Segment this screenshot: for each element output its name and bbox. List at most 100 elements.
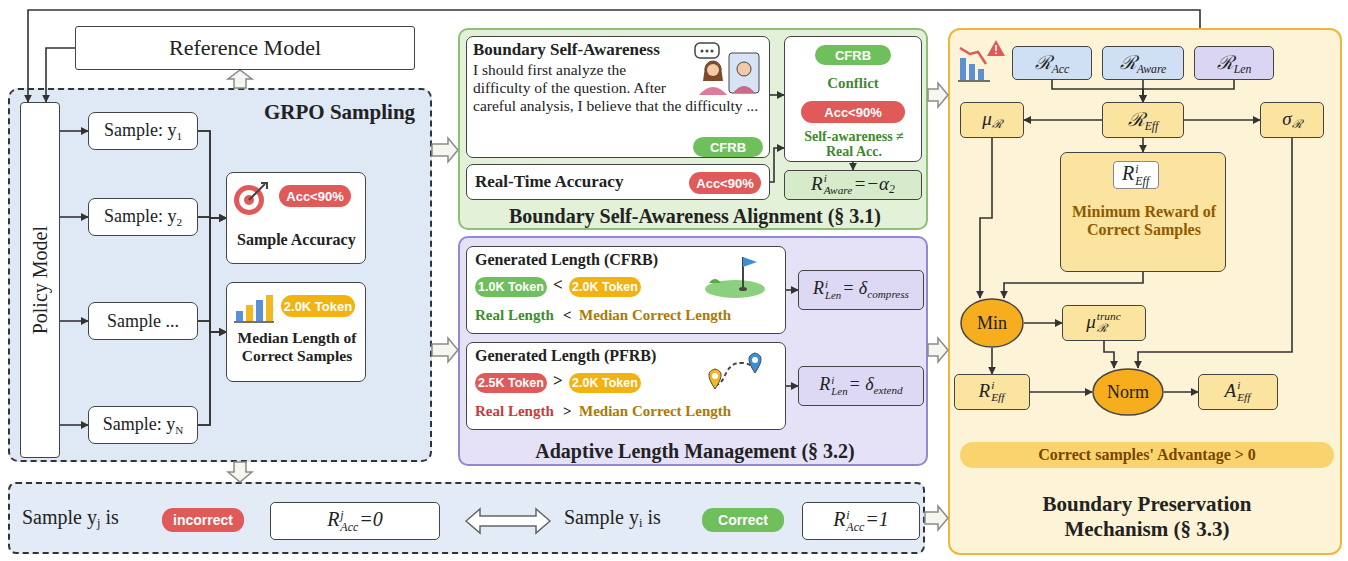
sample-box: Sample: y2 [88, 198, 198, 236]
sup-sub-stack: iEff [991, 380, 1004, 404]
text-group: RiLen= δextend [819, 374, 902, 397]
text-group: Sample: yN [103, 414, 184, 435]
text-group: > [553, 371, 563, 391]
value-pill: 2.5K Token [475, 373, 547, 393]
connector [1164, 391, 1198, 393]
label-text: I should first analyze the difficulty of… [473, 61, 758, 114]
label-text: Sample y [22, 506, 97, 528]
label-text: Norm [1107, 382, 1149, 402]
label-text: i [825, 279, 841, 290]
value-pill: Acc<90% [279, 185, 351, 207]
text-group: Median Length of Correct Samples [231, 329, 363, 365]
metric-box: Median Length of Correct Samples2.0K Tok… [226, 282, 366, 382]
block-arrow [228, 70, 252, 88]
label-text: Correct samples' Advantage > 0 [1038, 446, 1256, 463]
label-text: =0 [359, 508, 383, 530]
label-text: Eff [1145, 120, 1159, 133]
text-group: Real-Time Accuracy [475, 172, 623, 192]
label-text: Len [1234, 63, 1252, 76]
label-text: i [846, 509, 864, 522]
value-pill: 2.0K Token [569, 277, 641, 297]
label-text: Aware [824, 185, 853, 197]
dashed-region: GRPO SamplingPolicy ModelSample: y1Sampl… [8, 88, 432, 462]
text-group: Sample Accuracy [237, 231, 356, 249]
float-spacer [685, 61, 765, 97]
text-group: 2.0K Token [572, 376, 638, 390]
text-group: Correct samples' Advantage > 0 [1038, 446, 1256, 464]
text-group: Median Correct Length [579, 403, 731, 420]
label-text: A [1225, 380, 1237, 401]
label-text: Eff [991, 392, 1004, 404]
label-text: Real Length [475, 307, 554, 323]
label-text: Acc<90% [696, 176, 753, 191]
text-group: Real Length [475, 307, 554, 324]
text-group: 1.0K Token [478, 280, 544, 294]
label-text: Adaptive Length Management (§ 3.2) [535, 440, 854, 462]
text-group: σℛ [1282, 108, 1301, 132]
value-pill: Acc<90% [689, 172, 761, 194]
label-text: R [833, 508, 845, 530]
text-group: Median Correct Length [579, 307, 731, 324]
length-box: Generated Length (PFRB)>Real Length>Medi… [466, 342, 786, 430]
ellipse-shape [1093, 369, 1163, 415]
label-text: i [1135, 163, 1149, 176]
label-text: 2 [176, 216, 182, 228]
text-group: ℛEff [1128, 106, 1159, 133]
text-group: 2.0K Token [572, 280, 638, 294]
label-text: is [642, 506, 660, 528]
label-text: Len [831, 386, 847, 397]
label-text: is [100, 506, 118, 528]
connector [1004, 272, 1143, 298]
text-group: incorrect [173, 512, 233, 528]
connector [1024, 119, 1102, 121]
label-text: ℛ [1035, 52, 1052, 73]
accuracy-box: Real-Time Accuracy Acc<90% [466, 164, 770, 200]
text-group: AiEff [1225, 380, 1252, 405]
label-text: j [340, 509, 358, 522]
sup-sub-stack: iLen [825, 279, 841, 302]
value-pill: CFRB [815, 45, 891, 65]
reward-box: ℛEff [1102, 102, 1184, 138]
reward-box: ℛAcc [1012, 46, 1092, 80]
label-text: 2.5K Token [478, 376, 544, 390]
connector [28, 10, 1200, 102]
connector [786, 385, 798, 387]
connector [46, 48, 75, 102]
sup-sub-stack: iLen [831, 375, 847, 398]
connector [1104, 341, 1114, 368]
text-group: < [553, 275, 563, 295]
text-group: RiLen= δcompress [813, 278, 909, 301]
label-text: μ [982, 108, 992, 129]
text-group: ℛLen [1217, 49, 1252, 76]
label-text: 2.0K Token [572, 280, 638, 294]
text-group: Adaptive Length Management (§ 3.2) [460, 440, 930, 463]
text-group: < [563, 307, 572, 324]
metric-box: Sample Accuracy Acc<90% [226, 172, 366, 264]
label-text: extend [874, 384, 903, 396]
text-group: GRPO Sampling [264, 100, 415, 125]
bar-chart-icon [233, 291, 275, 323]
label-text: CFRB [710, 140, 746, 155]
label-text: i [639, 516, 642, 530]
decline-chart-icon [956, 36, 1006, 84]
label-text: = δ [849, 374, 874, 394]
label-text: 2 [889, 183, 895, 196]
label-text: 1.0K Token [478, 280, 544, 294]
module-panel: Boundary Self-Awareness Alignment (§ 3.1… [458, 28, 928, 230]
advantage-box: AiEff [1198, 374, 1278, 410]
label-text: ℛ [1128, 109, 1145, 130]
stat-box: σℛ [1260, 102, 1324, 138]
block-arrow [228, 462, 252, 482]
text-group: Sample yi is [564, 506, 661, 531]
connector [1030, 391, 1092, 393]
sup-sub-stack: jAcc [340, 509, 358, 534]
operator-circle: Norm [1092, 368, 1164, 416]
text-group: CFRB [835, 48, 871, 63]
value-pill: 1.0K Token [475, 277, 547, 297]
operator-circle: Min [960, 298, 1024, 348]
label-text: GRPO Sampling [264, 100, 415, 124]
label-text: Sample: y [104, 206, 177, 226]
stat-box: μℛ [960, 102, 1024, 138]
label-text: Boundary Self-Awareness Alignment (§ 3.1… [509, 205, 881, 227]
